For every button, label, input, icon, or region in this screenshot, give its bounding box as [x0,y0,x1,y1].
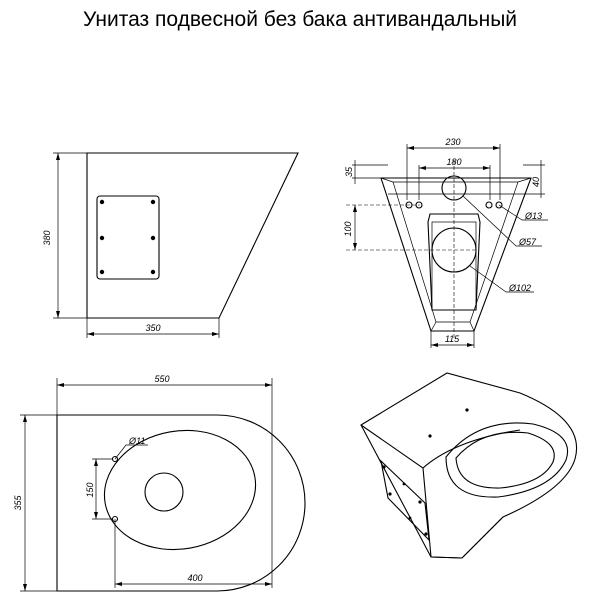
side-view-outline [86,152,299,319]
front-top-width-label: 230 [444,137,460,147]
plan-hole-diameter-label: Ø11 [128,436,145,446]
front-bottom-width-label: 115 [445,334,460,344]
front-top-offset-label: 35 [344,166,354,177]
plan-hole-spacing-label: 150 [85,482,95,497]
isometric-bowl [455,431,555,489]
drain-circle [144,472,184,512]
isometric-rim [445,422,569,498]
front-outlet-diameter-label: Ø102 [508,283,531,293]
mounting-plate [96,195,160,280]
plan-hole-offset-label: 400 [187,573,202,583]
side-depth-label: 350 [145,323,160,333]
isometric-side-plate [380,459,430,542]
bolt-hole [485,201,493,209]
mount-hole [111,455,119,463]
front-view-outline [380,177,532,332]
bolt-hole [495,201,503,209]
isometric-body [360,372,578,559]
plan-width-label: 355 [13,495,23,511]
front-hole-diameter-label: Ø13 [524,211,542,221]
front-inlet-diameter-label: Ø57 [518,237,537,247]
page-title: Унитаз подвесной без бака антивандальный [82,8,518,31]
plan-view-outline [56,414,306,592]
front-outlet-height-label: 100 [343,221,353,236]
front-bolt-spacing-label: 180 [446,157,461,167]
front-top-thickness-label: 40 [531,177,541,187]
isometric-view [360,372,578,559]
plan-view: 550 355 150 Ø11 400 [13,374,306,592]
front-view: 230 180 35 100 40 Ø13 Ø57 Ø102 [343,137,548,348]
bowl-rim [103,429,257,551]
side-view: 380 350 [42,152,299,338]
side-height-label: 380 [42,230,52,245]
plan-length-label: 550 [154,374,169,384]
